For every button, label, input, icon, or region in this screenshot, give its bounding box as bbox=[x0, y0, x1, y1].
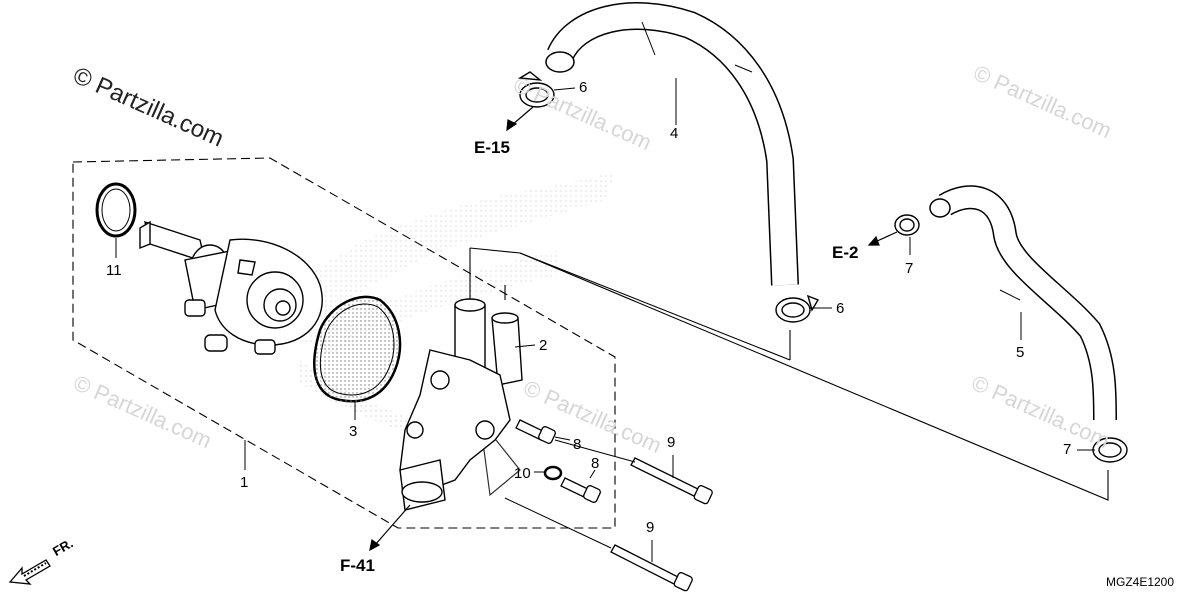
reference-e-2[interactable]: E-2 bbox=[832, 243, 859, 262]
callout-6[interactable]: 6 bbox=[579, 79, 588, 96]
callout-8[interactable]: 8 bbox=[591, 455, 600, 472]
callout-7[interactable]: 7 bbox=[905, 260, 914, 277]
callout-4[interactable]: 4 bbox=[670, 125, 679, 142]
water-pump-icon bbox=[139, 220, 323, 355]
callout-9[interactable]: 9 bbox=[646, 519, 655, 536]
o-ring-icon bbox=[95, 182, 137, 238]
assembly-outline-1 bbox=[72, 157, 616, 529]
callout-5[interactable]: 5 bbox=[1016, 344, 1025, 361]
reference-arrows bbox=[369, 106, 898, 552]
callout-1[interactable]: 1 bbox=[240, 474, 249, 491]
thermostat-housing-icon bbox=[399, 298, 523, 511]
callout-2[interactable]: 2 bbox=[539, 337, 548, 354]
bolt-8-icon bbox=[515, 419, 601, 503]
reference-f-41[interactable]: F-41 bbox=[340, 556, 375, 575]
reference-e-15[interactable]: E-15 bbox=[474, 138, 510, 157]
callout-9[interactable]: 9 bbox=[667, 434, 676, 451]
diagram-code: MGZ4E1200 bbox=[1106, 575, 1175, 589]
leader-lines bbox=[244, 78, 1095, 562]
bolt-9-icon bbox=[610, 457, 713, 592]
washer-icon bbox=[543, 465, 563, 481]
callout-11[interactable]: 11 bbox=[106, 262, 122, 279]
callout-3[interactable]: 3 bbox=[349, 423, 358, 440]
front-arrow-icon bbox=[8, 559, 51, 585]
callout-6[interactable]: 6 bbox=[836, 300, 845, 317]
callout-8[interactable]: 8 bbox=[573, 436, 582, 453]
hose-4-icon bbox=[547, 2, 799, 286]
callout-7[interactable]: 7 bbox=[1063, 441, 1072, 458]
callout-10[interactable]: 10 bbox=[514, 465, 531, 482]
